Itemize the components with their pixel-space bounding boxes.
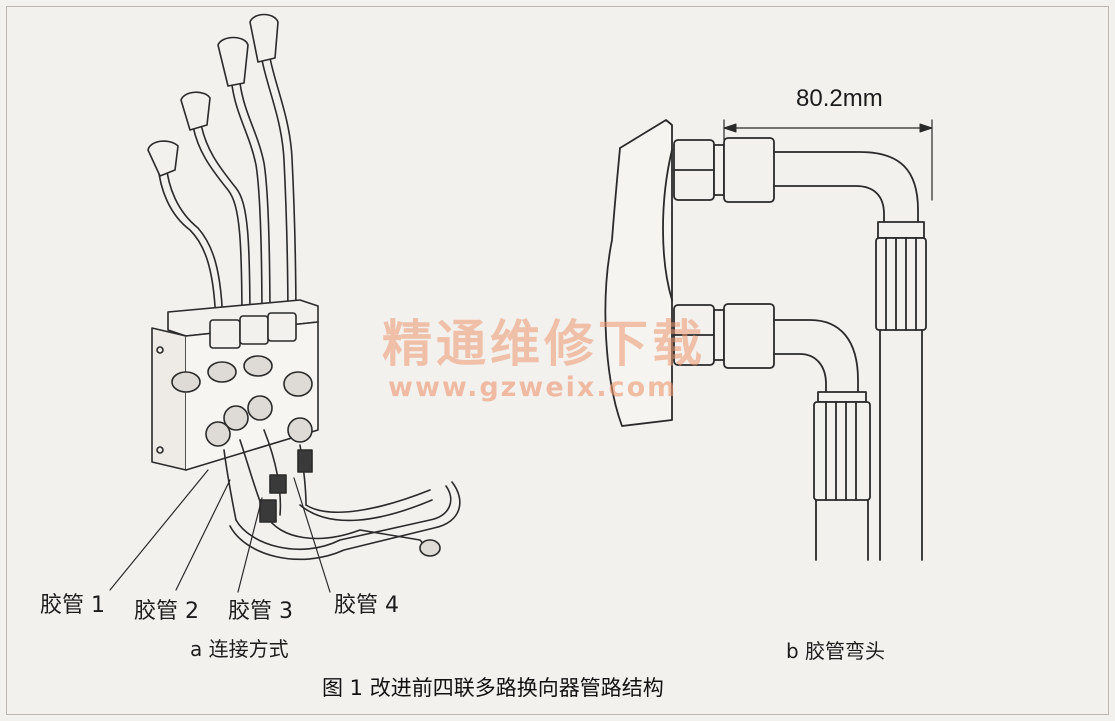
figure-border <box>6 6 1109 715</box>
hose-3-label: 胶管 3 <box>228 599 293 624</box>
hose-1-label: 胶管 1 <box>40 593 105 618</box>
figure-title: 图 1 改进前四联多路换向器管路结构 <box>322 676 664 700</box>
lower-swivel-nut <box>723 303 775 369</box>
lower-hose-ferrule <box>813 401 871 501</box>
watermark-text: 精通维修下载 <box>382 315 706 373</box>
upper-swivel-nut <box>723 137 775 203</box>
lever-4 <box>249 13 297 331</box>
hose-2-label: 胶管 2 <box>134 599 199 624</box>
upper-hose-ferrule <box>875 237 927 331</box>
caption-b: b 胶管弯头 <box>786 639 886 663</box>
lever-1 <box>147 140 224 331</box>
lever-3 <box>217 36 271 331</box>
hose-4-label: 胶管 4 <box>334 593 399 618</box>
lever-2 <box>180 91 251 331</box>
watermark-url: www.gzweix.com <box>388 372 678 403</box>
dimension-label: 80.2mm <box>796 85 883 112</box>
caption-a: a 连接方式 <box>190 637 289 661</box>
